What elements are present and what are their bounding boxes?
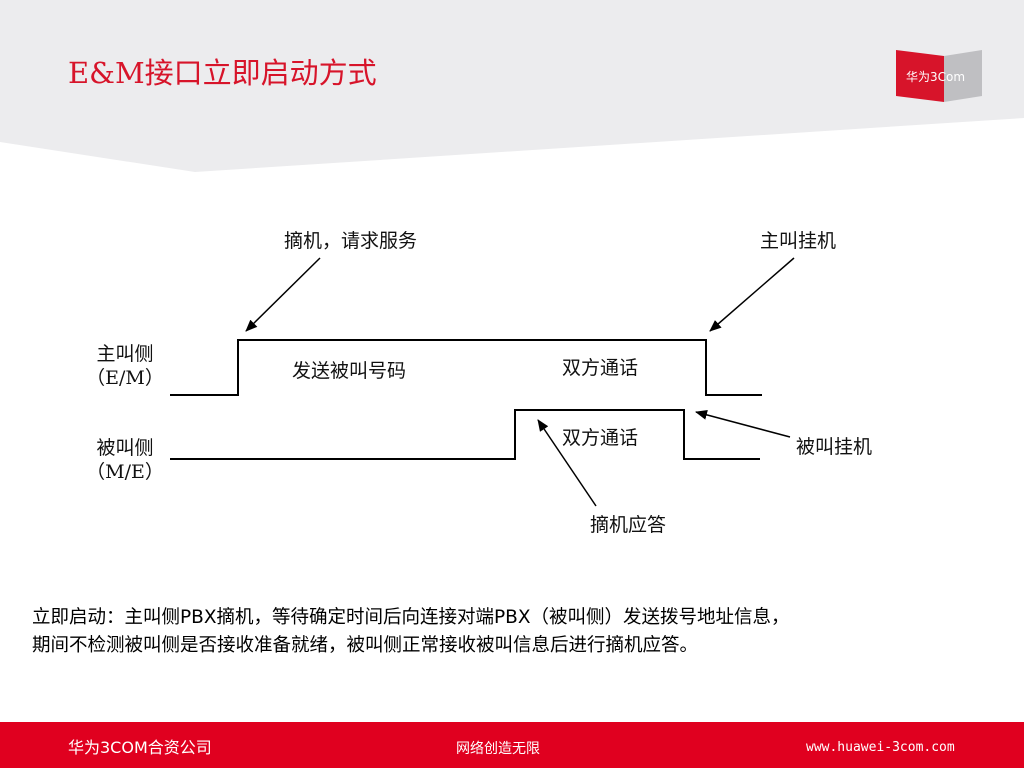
footer-company: 华为3COM合资公司 <box>68 738 212 757</box>
description-line-2: 期间不检测被叫侧是否接收准备就绪，被叫侧正常接收被叫信息后进行摘机应答。 <box>32 635 699 656</box>
caller-side-name: 主叫侧 <box>96 343 154 365</box>
slide-title: E&M接口立即启动方式 <box>68 56 377 90</box>
footer-url[interactable]: www.huawei-3com.com <box>806 740 955 755</box>
header-background <box>0 0 1024 172</box>
offhook-answer-arrow <box>537 419 597 507</box>
caller-side-label: 主叫侧 （E/M） <box>82 342 168 390</box>
callee-side-mode: （M/E） <box>86 461 164 483</box>
caller-side-mode: （E/M） <box>86 367 164 389</box>
callee-side-label: 被叫侧 （M/E） <box>82 436 168 484</box>
caller-signal-line <box>170 339 762 396</box>
label-talk-top: 双方通话 <box>562 357 639 379</box>
label-send-number: 发送被叫号码 <box>292 360 407 382</box>
logo-text: 华为3Com <box>906 70 966 84</box>
label-offhook-request: 摘机，请求服务 <box>284 230 418 252</box>
footer-bar: 华为3COM合资公司 网络创造无限 www.huawei-3com.com <box>0 722 1024 768</box>
footer-slogan: 网络创造无限 <box>456 741 540 757</box>
callee-signal-line <box>170 409 760 460</box>
label-callee-onhook: 被叫挂机 <box>796 436 873 458</box>
description-text: 立即启动：主叫侧PBX摘机，等待确定时间后向连接对端PBX（被叫侧）发送拨号地址… <box>32 604 992 660</box>
callee-side-name: 被叫侧 <box>96 437 154 459</box>
label-caller-onhook: 主叫挂机 <box>760 230 837 252</box>
timing-diagram <box>170 257 795 507</box>
description-line-1: 立即启动：主叫侧PBX摘机，等待确定时间后向连接对端PBX（被叫侧）发送拨号地址… <box>32 607 790 628</box>
huawei-3com-logo <box>896 50 982 102</box>
caller-onhook-arrow <box>709 257 795 332</box>
offhook-request-arrow <box>245 257 321 332</box>
callee-onhook-arrow <box>695 409 791 438</box>
label-offhook-answer: 摘机应答 <box>590 514 667 536</box>
label-talk-bottom: 双方通话 <box>562 427 639 449</box>
